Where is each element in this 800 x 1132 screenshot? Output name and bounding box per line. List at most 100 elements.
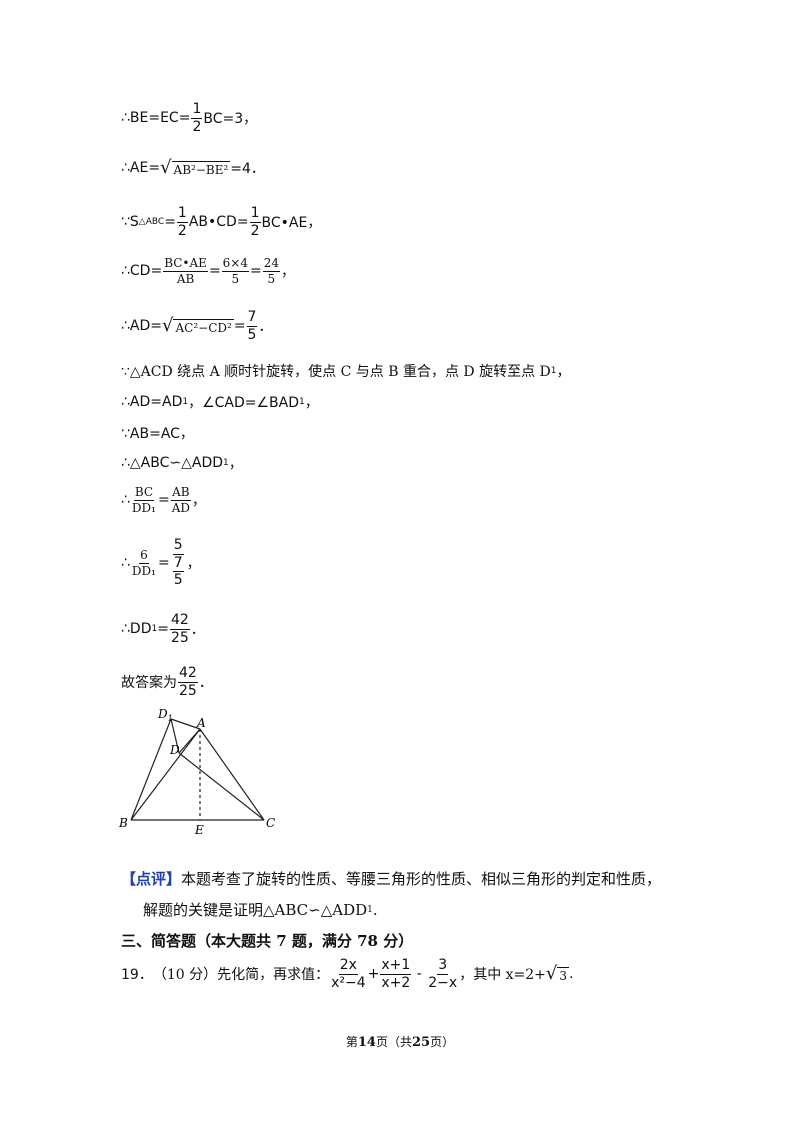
subscript: △ABC xyxy=(138,217,165,228)
text: 解题的关键是证明△ABC∽△ADD xyxy=(143,901,368,919)
subscript: 1 xyxy=(223,458,229,468)
text: + xyxy=(367,966,380,983)
text: = xyxy=(250,263,262,280)
segment-da xyxy=(178,728,201,754)
denominator: 2 xyxy=(177,222,187,239)
text: = xyxy=(208,263,221,280)
denominator: AD xyxy=(171,500,191,515)
segment-ba xyxy=(130,728,201,821)
label-e: E xyxy=(194,823,204,837)
text: . xyxy=(569,966,574,983)
text: ， xyxy=(192,493,207,510)
comment-line-1: 【点评】本题考查了旋转的性质、等腰三角形的性质、相似三角形的判定和性质， xyxy=(121,868,661,889)
geometry-figure: D1 A D B E C xyxy=(118,707,275,837)
radicand: 3 xyxy=(557,967,570,984)
label-b: B xyxy=(118,816,128,830)
text: 页） xyxy=(430,1035,455,1049)
text: BC•AE， xyxy=(261,215,322,232)
page-footer: 第14页（共25页） xyxy=(0,1033,800,1050)
text: ∴AD= xyxy=(121,318,162,335)
text: 故答案为 xyxy=(121,675,177,692)
text: ． xyxy=(258,319,273,336)
text: AB•CD= xyxy=(188,214,249,231)
denominator: AB xyxy=(176,271,195,286)
text: ∴DD xyxy=(121,621,152,638)
radicand: AC²−CD² xyxy=(173,319,234,336)
numerator: AB xyxy=(171,485,191,501)
text: = xyxy=(157,555,170,572)
denominator: x²−4 xyxy=(331,974,366,991)
subscript: 1 xyxy=(367,904,373,915)
text: 三、简答题（本大题共 7 题，满分 78 分） xyxy=(121,932,414,950)
text: ，其中 x=2+ xyxy=(459,967,546,984)
segment-dc xyxy=(178,752,265,821)
denominator: 2 xyxy=(192,118,202,135)
text: ∴△ABC∽△ADD xyxy=(121,455,224,471)
subscript: 1 xyxy=(182,397,189,407)
step-ae: ∴AE= √AB²−BE² =4． xyxy=(121,158,265,178)
denominator: 2−x xyxy=(428,974,458,991)
numerator: 7 xyxy=(246,309,258,327)
comment-tag: 【点评】 xyxy=(121,870,182,888)
text: = xyxy=(157,492,170,509)
denominator: 5 xyxy=(231,271,240,286)
text: ∵S xyxy=(121,214,139,231)
denominator: 25 xyxy=(170,629,189,646)
step-ab-ac: ∵AB=AC， xyxy=(121,423,194,443)
text: ∴ xyxy=(121,555,130,572)
text: ∴AD=AD xyxy=(121,394,183,410)
question-number: 19． xyxy=(121,967,153,984)
denominator: 5 xyxy=(173,572,183,589)
numerator: x+1 xyxy=(380,957,412,975)
page-number: 14 xyxy=(357,1035,376,1050)
text: （10 分）先化简，再求值： xyxy=(152,967,330,984)
numerator: 1 xyxy=(191,101,203,119)
denominator: DD₁ xyxy=(131,500,156,515)
text: ∴AE= xyxy=(121,160,161,176)
text: BC=3， xyxy=(203,111,258,128)
radicand: AB²−BE² xyxy=(171,161,231,177)
subscript: 1 xyxy=(550,366,557,376)
segment-bd1 xyxy=(130,718,172,821)
numerator: 42 xyxy=(169,612,190,630)
numerator: 5 xyxy=(172,537,184,555)
text: ， xyxy=(556,364,571,380)
text: ∴ xyxy=(121,492,130,509)
numerator: 24 xyxy=(262,256,281,272)
denominator: x+2 xyxy=(381,974,411,991)
denominator: 5 xyxy=(247,326,257,343)
text: ． xyxy=(190,622,205,639)
text: ． xyxy=(198,675,213,692)
sqrt-expression: √AB²−BE² xyxy=(160,157,231,178)
text: = xyxy=(164,214,176,231)
numerator: BC•AE xyxy=(163,256,208,272)
radical-sign: √ xyxy=(160,157,172,178)
subscript: 1 xyxy=(151,624,158,635)
numerator: 42 xyxy=(178,665,198,683)
segment-ac xyxy=(199,728,265,821)
text: ，∠CAD=∠BAD xyxy=(188,395,300,411)
text: ∵△ACD 绕点 A 顺时针旋转，使点 C 与点 B 重合，点 D 旋转至点 D xyxy=(121,364,551,380)
text: ∵AB=AC， xyxy=(121,426,194,442)
